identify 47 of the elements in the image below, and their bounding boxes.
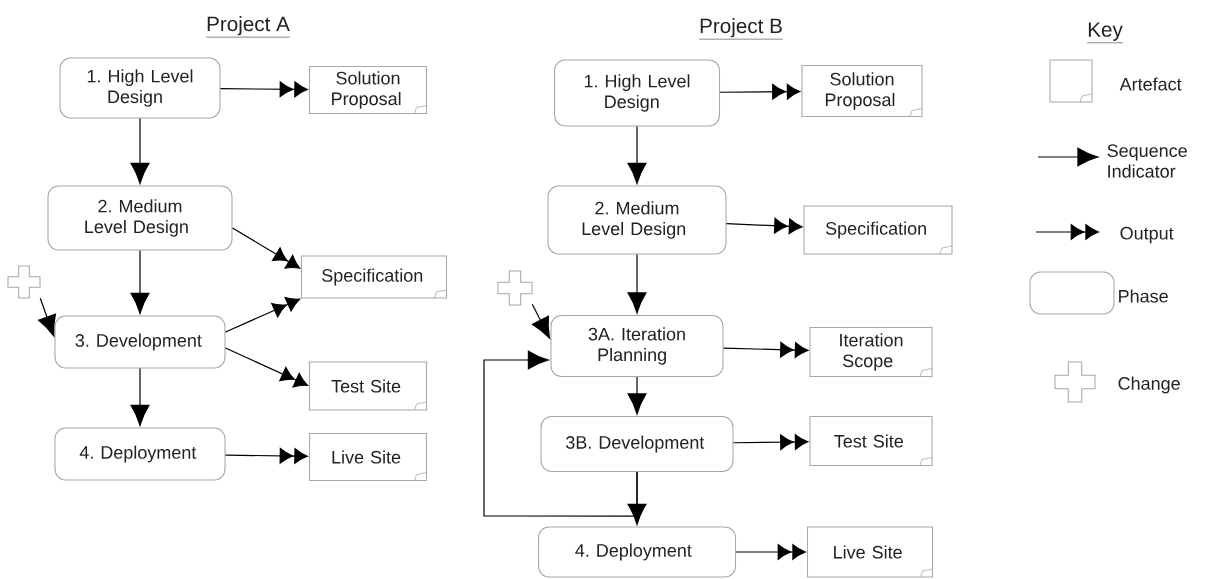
change-cross xyxy=(497,270,533,306)
artefact-box: Specification xyxy=(300,255,448,299)
artefact-box: Live Site xyxy=(308,432,428,482)
arrow xyxy=(38,297,56,337)
artefact-box: Solution Proposal xyxy=(801,64,923,118)
heading: Project A xyxy=(205,16,291,38)
phase-box: 1. High Level Design xyxy=(59,57,221,119)
arrow xyxy=(231,227,301,269)
legend-label: Change xyxy=(1118,376,1180,394)
artefact-box: Live Site xyxy=(806,526,934,578)
arrow xyxy=(627,125,647,184)
arrow xyxy=(725,217,803,235)
artefact-box: Solution Proposal xyxy=(308,65,428,115)
arrow xyxy=(531,303,551,339)
arrow xyxy=(483,350,638,517)
arrow xyxy=(130,249,150,314)
artefact-box: Test Site xyxy=(809,415,933,467)
artefact-box: Test Site xyxy=(308,361,428,411)
phase-box: 2. Medium Level Design xyxy=(547,185,727,255)
phase-box: 3A. Iteration Planning xyxy=(550,314,724,378)
phase-box: 3B. Development xyxy=(540,415,734,473)
arrow xyxy=(224,347,309,388)
artefact-box: Specification xyxy=(803,205,953,255)
arrow xyxy=(130,367,150,426)
artefact-box: Iteration Scope xyxy=(809,326,933,378)
arrow xyxy=(719,83,801,100)
arrow xyxy=(627,253,647,314)
phase-box: 3. Development xyxy=(54,315,226,369)
phase-box: 2. Medium Level Design xyxy=(47,185,233,251)
arrow xyxy=(732,434,809,451)
change-cross xyxy=(7,265,41,299)
legend-label: Phase xyxy=(1119,289,1168,303)
arrow xyxy=(722,341,809,358)
legend-label: Output xyxy=(1120,226,1174,244)
legend-label: Sequence Indicator xyxy=(1107,144,1187,178)
legend-label: Artefact xyxy=(1119,77,1182,91)
arrow xyxy=(130,117,150,184)
phase-box: 4. Deployment xyxy=(54,427,226,481)
arrow xyxy=(224,447,308,464)
heading: Key xyxy=(1086,22,1124,44)
arrow xyxy=(219,81,308,98)
arrow xyxy=(735,544,806,560)
heading: Project B xyxy=(698,18,784,40)
arrow xyxy=(224,296,301,333)
arrow xyxy=(627,376,647,415)
phase-box: 4. Deployment xyxy=(537,526,737,578)
phase-box: 1. High Level Design xyxy=(553,59,721,127)
